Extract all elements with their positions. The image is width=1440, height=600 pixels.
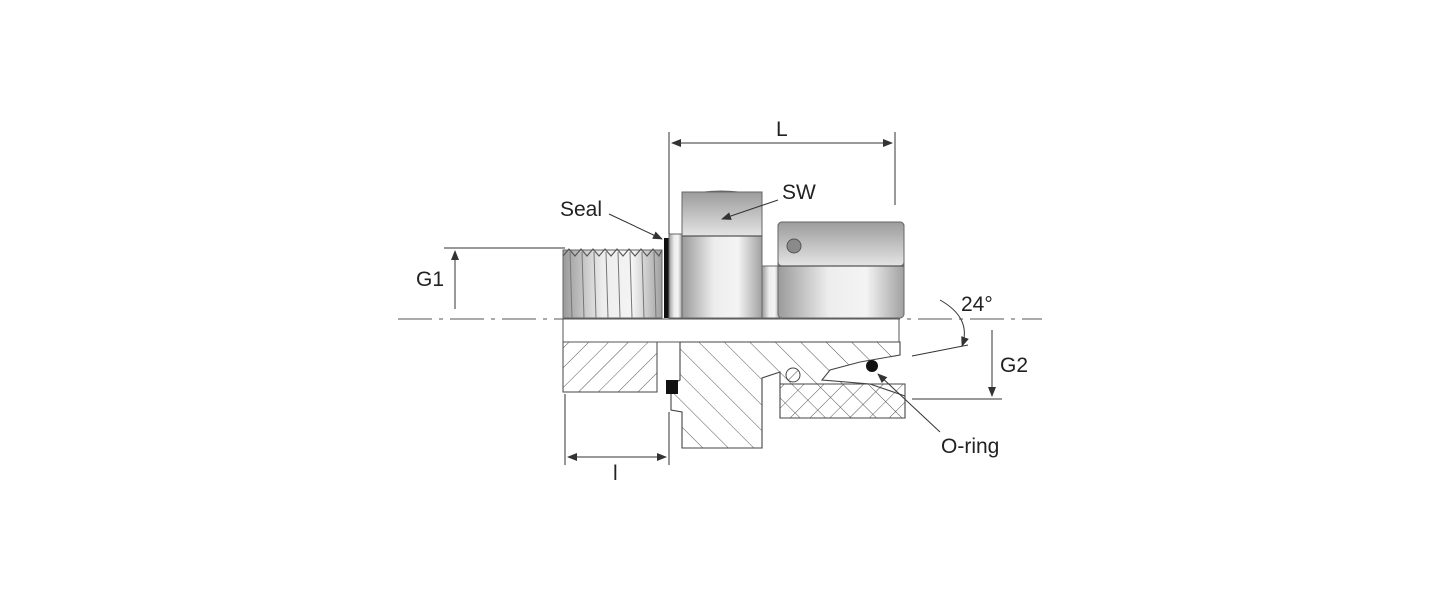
label-thread-length: l [613,462,618,485]
threaded-stud [562,249,663,319]
bore [562,318,900,343]
stud-section [562,341,658,393]
neck [761,265,781,319]
seal-ring [664,238,669,318]
dimension-g2 [912,330,1002,400]
retaining-ring-section [785,367,801,383]
dimension-g1 [444,247,565,309]
dimension-angle [911,299,969,357]
upper-external-view [562,190,905,319]
thread-crest [562,248,663,257]
lower-section-view [562,318,906,449]
label-sw: SW [782,181,816,204]
seal-leader [608,213,663,240]
hex-top-face [681,191,763,237]
dimension-l [668,132,896,234]
label-angle: 24° [961,293,993,316]
label-g1: G1 [416,268,444,291]
thread-teeth [569,251,657,319]
sw-leader [721,199,779,220]
o-ring-leader [877,373,941,433]
label-o-ring: O-ring [941,435,999,458]
o-ring-section [866,360,878,372]
nut-section [779,383,906,419]
dimension-thread-length [564,394,670,465]
nut-hole [786,238,802,254]
label-l: L [776,118,788,141]
label-g2: G2 [1000,354,1028,377]
label-seal: Seal [560,198,602,221]
seal-section [666,380,678,394]
seal-collar [668,233,683,319]
